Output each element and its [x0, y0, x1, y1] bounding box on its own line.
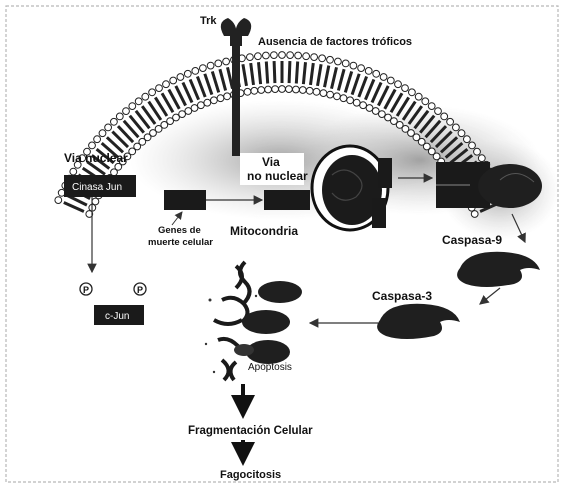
- via-no-nuclear-label-2: no nuclear: [247, 169, 308, 183]
- via-no-nuclear-label-1: Via: [262, 155, 280, 169]
- ausencia-label: Ausencia de factores tróficos: [258, 36, 412, 48]
- kinase-box-2: [264, 190, 310, 210]
- cinasa-jun-label: Cinasa Jun: [72, 182, 122, 193]
- trk-label: Trk: [200, 15, 217, 27]
- p-left-label: P: [83, 285, 89, 295]
- via-nuclear-label: Via nuclear: [64, 151, 128, 165]
- arrow-genes-box: [172, 212, 182, 225]
- cjun-label: c-Jun: [105, 311, 129, 322]
- cleaved-substrates-icon: [234, 281, 302, 364]
- kinase-box-1: [164, 190, 206, 210]
- caspasa9-label: Caspasa-9: [442, 233, 502, 247]
- genes-label-2: muerte celular: [148, 237, 213, 248]
- arrow-casp9-casp3: [480, 288, 500, 304]
- apoptosome-icon: [436, 162, 542, 208]
- apoptosis-label: Apoptosis: [248, 362, 292, 373]
- mitocondria-label: Mitocondria: [230, 224, 298, 238]
- caspase3-icon: [377, 304, 460, 339]
- caspase9-icon: [457, 252, 540, 287]
- caspasa3-label: Caspasa-3: [372, 289, 432, 303]
- fagocitosis-label: Fagocitosis: [220, 469, 281, 481]
- p-right-label: P: [137, 285, 143, 295]
- fragmentacion-label: Fragmentación Celular: [188, 425, 313, 437]
- mitochondria-icon: [312, 146, 392, 230]
- genes-label-1: Genes de: [158, 225, 201, 236]
